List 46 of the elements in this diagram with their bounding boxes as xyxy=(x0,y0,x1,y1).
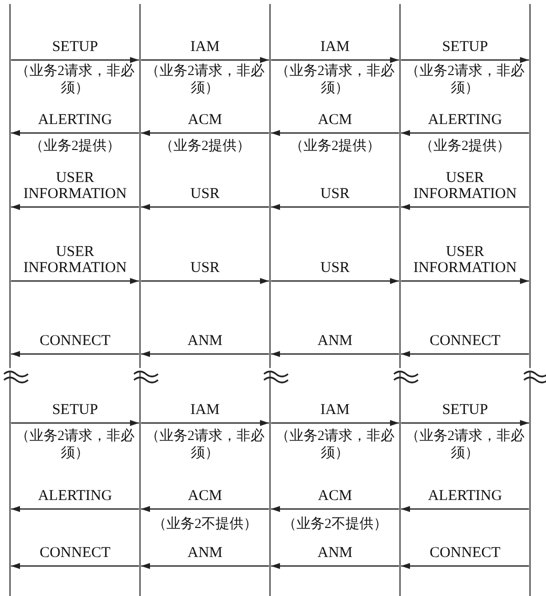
arrow xyxy=(271,351,399,357)
note: （业务2请求，非必须） xyxy=(144,428,266,462)
note: （业务2提供） xyxy=(28,138,122,155)
arrow xyxy=(401,563,529,569)
note: （业务2请求，非必须） xyxy=(14,428,136,462)
arrow xyxy=(271,420,399,426)
arrow xyxy=(401,57,529,63)
arrow xyxy=(11,420,139,426)
note: （业务2请求，非必须） xyxy=(14,63,136,97)
note: （业务2提供） xyxy=(288,138,382,155)
arrow xyxy=(271,506,399,512)
arrow xyxy=(11,563,139,569)
arrow xyxy=(11,506,139,512)
arrow xyxy=(401,351,529,357)
note: （业务2请求，非必须） xyxy=(274,428,396,462)
note: （业务2请求，非必须） xyxy=(404,63,526,97)
arrow xyxy=(141,563,269,569)
arrow xyxy=(271,563,399,569)
arrow xyxy=(141,506,269,512)
note: （业务2请求，非必须） xyxy=(274,63,396,97)
arrow xyxy=(401,204,529,210)
arrow xyxy=(271,204,399,210)
arrow xyxy=(141,204,269,210)
arrow xyxy=(271,57,399,63)
arrow xyxy=(11,57,139,63)
arrow xyxy=(11,130,139,136)
arrow xyxy=(141,57,269,63)
note: （业务2请求，非必须） xyxy=(144,63,266,97)
note: （业务2提供） xyxy=(418,138,512,155)
note: （业务2不提供） xyxy=(152,516,258,533)
arrow xyxy=(11,351,139,357)
arrow xyxy=(141,351,269,357)
arrow xyxy=(271,130,399,136)
arrow xyxy=(141,420,269,426)
arrow xyxy=(401,130,529,136)
arrow xyxy=(401,278,529,284)
arrow xyxy=(11,204,139,210)
arrow xyxy=(141,130,269,136)
arrow xyxy=(401,506,529,512)
arrow xyxy=(401,420,529,426)
arrow xyxy=(141,278,269,284)
arrow xyxy=(271,278,399,284)
note: （业务2提供） xyxy=(158,138,252,155)
note: （业务2不提供） xyxy=(282,516,388,533)
note: （业务2请求，非必须） xyxy=(404,428,526,462)
arrow xyxy=(11,278,139,284)
